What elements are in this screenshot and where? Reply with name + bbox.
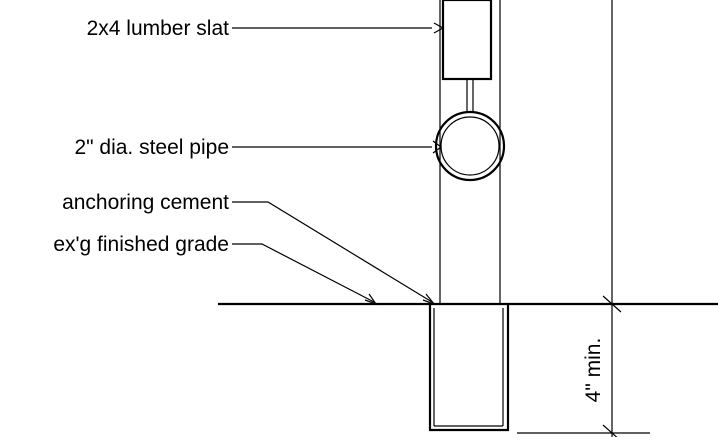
label-dimension-depth: 4" min. bbox=[582, 338, 605, 403]
lumber-slat-shape bbox=[441, 0, 493, 81]
dimension-tick-top bbox=[602, 295, 622, 313]
leader-finished-grade bbox=[232, 243, 375, 303]
arrowhead-steel-pipe bbox=[432, 140, 442, 154]
steel-pipe-outer bbox=[434, 110, 506, 182]
label-anchoring-cement: anchoring cement bbox=[62, 191, 229, 214]
steel-pipe-inner bbox=[440, 116, 500, 176]
arrowhead-finished-grade bbox=[364, 293, 378, 306]
label-finished-grade: ex'g finished grade bbox=[53, 233, 229, 256]
label-steel-pipe: 2" dia. steel pipe bbox=[74, 136, 229, 159]
footing-outline bbox=[428, 304, 510, 432]
label-lumber-slat: 2x4 lumber slat bbox=[87, 17, 230, 40]
leader-anchoring-cement bbox=[232, 201, 433, 303]
arrowhead-lumber-slat bbox=[433, 22, 445, 34]
arrowhead-anchoring-cement bbox=[422, 293, 436, 306]
